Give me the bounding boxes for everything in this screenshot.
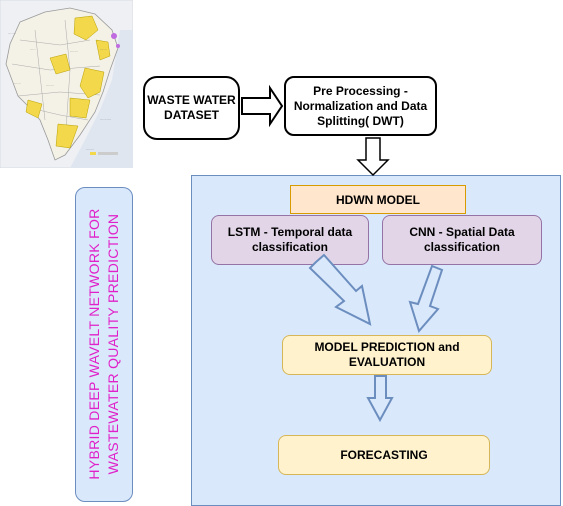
preprocessing-label: Pre Processing - Normalization and Data … (293, 83, 428, 128)
hdwn-model-label: HDWN MODEL (336, 192, 420, 207)
svg-text:..........: .......... (100, 116, 111, 121)
svg-text:......: ...... (14, 80, 21, 85)
model-prediction-box: MODEL PREDICTION and EVALUATION (282, 335, 492, 375)
forecasting-label: FORECASTING (340, 448, 428, 462)
cnn-label: CNN - Spatial Data classification (409, 225, 515, 254)
vertical-title-box (75, 187, 133, 502)
dataset-box: WASTE WATER DATASET (143, 76, 240, 140)
svg-text:.......: ....... (46, 82, 54, 87)
hdwn-model-box: HDWN MODEL (290, 185, 466, 214)
cnn-box: CNN - Spatial Data classification (382, 215, 542, 265)
district-map-image: ............ ............. .............… (0, 0, 133, 168)
preprocess-to-model-arrow (356, 137, 390, 177)
dataset-to-preprocess-arrow (241, 84, 284, 128)
svg-text:.....: ..... (30, 46, 36, 51)
svg-text:.......: ....... (86, 146, 94, 151)
preprocessing-box: Pre Processing - Normalization and Data … (284, 76, 437, 136)
lstm-label: LSTM - Temporal data classification (227, 225, 353, 254)
forecasting-box: FORECASTING (278, 435, 490, 475)
svg-text:.......: ....... (8, 30, 16, 35)
vertical-title: HYBRID DEEP WAVELT NETWORK FOR WASTEWATE… (78, 184, 130, 504)
svg-text:......: ...... (100, 46, 107, 51)
svg-text:.......: ....... (70, 48, 78, 53)
dataset-label: WASTE WATER DATASET (147, 93, 236, 122)
model-prediction-label: MODEL PREDICTION and EVALUATION (314, 340, 460, 369)
vertical-title-line2: WASTEWATER QUALITY PREDICTION (105, 213, 121, 475)
lstm-box: LSTM - Temporal data classification (211, 215, 369, 265)
vertical-title-line1: HYBRID DEEP WAVELT NETWORK FOR (86, 208, 102, 480)
